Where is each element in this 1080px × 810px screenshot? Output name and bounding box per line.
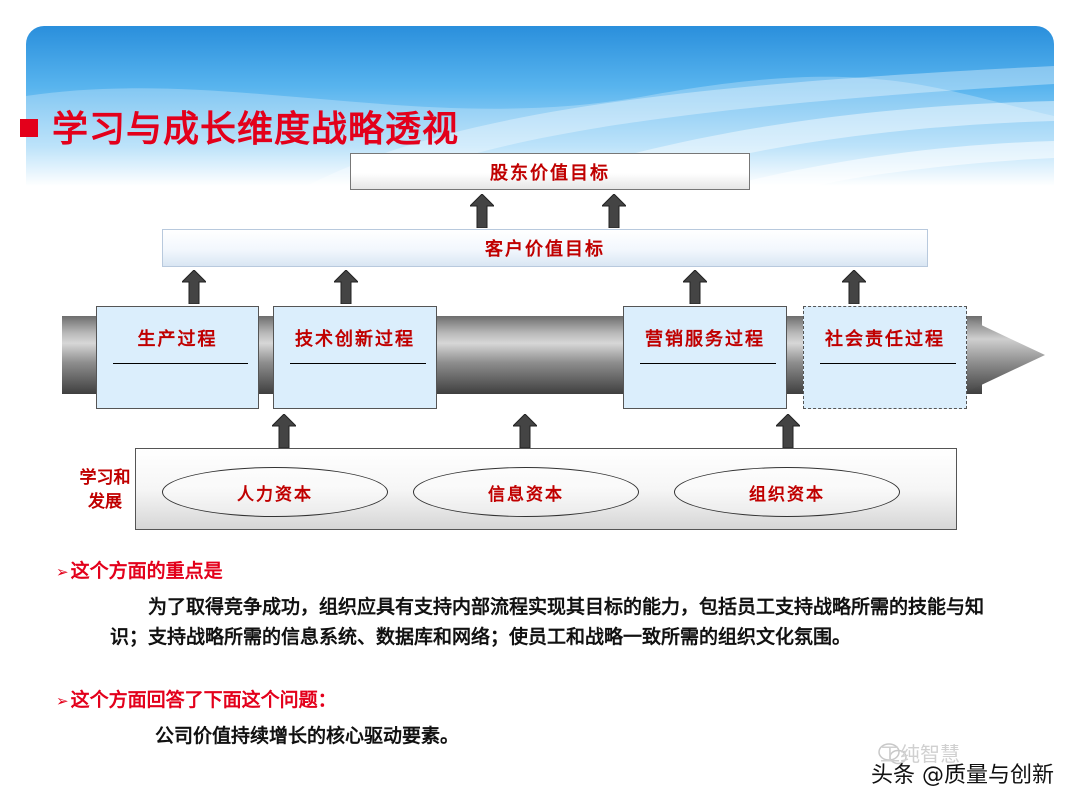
arrow-up-icon [683, 270, 707, 304]
arrow-up-icon [182, 270, 206, 304]
point-heading-text: 这个方面回答了下面这个问题： [70, 689, 337, 711]
capital-human: 人力资本 [162, 467, 388, 517]
capital-label: 人力资本 [237, 484, 313, 505]
process-label: 生产过程 [137, 329, 218, 350]
arrow-up-icon [272, 414, 296, 448]
header-banner [26, 26, 1054, 186]
customer-goal-box: 客户价值目标 [162, 229, 928, 267]
arrow-up-icon [602, 194, 626, 228]
arrow-up-icon [334, 270, 358, 304]
process-label: 营销服务过程 [645, 329, 765, 350]
process-label: 技术创新过程 [295, 329, 415, 350]
process-underline [640, 363, 776, 364]
bullet-square-icon [20, 119, 38, 137]
arrow-up-icon [470, 194, 494, 228]
capital-information: 信息资本 [413, 467, 639, 517]
arrow-up-icon [776, 414, 800, 448]
process-underline [113, 363, 248, 364]
arrow-bullet-icon: ➢ [56, 563, 69, 581]
arrow-bullet-icon: ➢ [56, 692, 69, 710]
watermark-faint: 工纯智慧 [880, 742, 960, 766]
arrow-up-icon [513, 414, 537, 448]
customer-goal-label: 客户价值目标 [485, 239, 605, 260]
point-body: 为了取得竞争成功，组织应具有支持内部流程实现其目标的能力，包括员工支持战略所需的… [110, 596, 985, 648]
process-box-marketing: 营销服务过程 [623, 306, 787, 409]
process-box-innovation: 技术创新过程 [273, 306, 437, 409]
process-label: 社会责任过程 [825, 329, 945, 350]
process-underline [290, 363, 426, 364]
point-heading: ➢这个方面回答了下面这个问题： [56, 685, 337, 712]
learning-label: 学习和发展 [79, 468, 131, 512]
process-box-social: 社会责任过程 [803, 306, 967, 409]
process-underline [820, 363, 956, 364]
point-body: 公司价值持续增长的核心驱动要素。 [155, 725, 460, 747]
capital-label: 组织资本 [749, 484, 825, 505]
shareholder-goal-box: 股东价值目标 [350, 153, 750, 190]
arrowhead-icon [960, 315, 1045, 395]
watermark-text: 头条 @质量与创新 [871, 763, 1054, 788]
process-box-production: 生产过程 [96, 306, 259, 409]
capital-organization: 组织资本 [674, 467, 900, 517]
slide-title: 学习与成长维度战略透视 [20, 100, 459, 152]
arrow-up-icon [842, 270, 866, 304]
shareholder-goal-label: 股东价值目标 [490, 162, 610, 184]
wechat-icon [878, 743, 907, 765]
point-heading-text: 这个方面的重点是 [70, 560, 223, 582]
title-text: 学习与成长维度战略透视 [52, 109, 460, 150]
point-heading: ➢这个方面的重点是 [56, 556, 223, 583]
capital-label: 信息资本 [488, 484, 564, 505]
